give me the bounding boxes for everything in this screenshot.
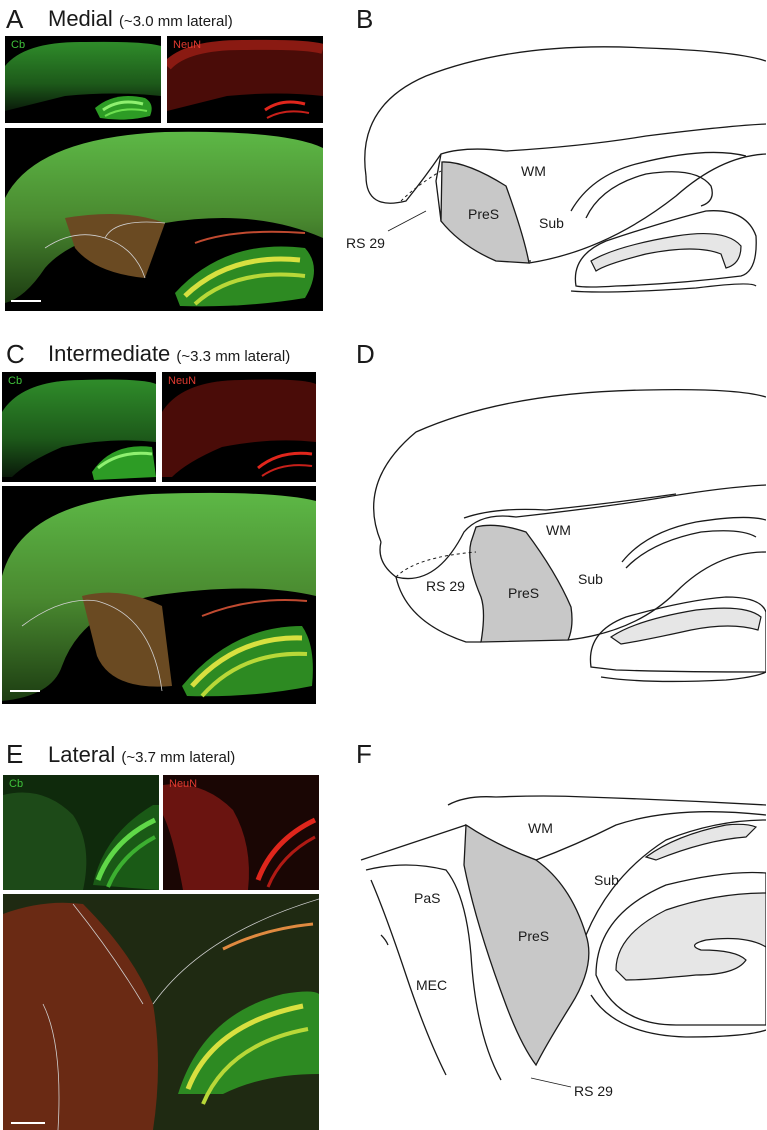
channel-label-c-cb: Cb	[8, 375, 23, 387]
panel-title-c: Intermediate (~3.3 mm lateral)	[48, 342, 290, 369]
channel-label-a-cb: Cb	[11, 39, 26, 51]
panel-title-a: Medial (~3.0 mm lateral)	[48, 7, 233, 34]
micrograph-c-cb: Cb	[2, 372, 156, 482]
diagram-b: WM PreS Sub RS 29	[346, 46, 766, 293]
label-pres-b: PreS	[468, 206, 499, 222]
panel-letter-e: E	[6, 739, 24, 769]
channel-label-c-neun: NeuN	[168, 375, 197, 387]
label-mec-f: MEC	[416, 977, 447, 993]
label-rs29-d: RS 29	[426, 578, 465, 594]
pres-region-b	[440, 161, 530, 264]
panel-subtitle-e: (~3.7 mm lateral)	[121, 749, 236, 766]
granule-layer-b	[590, 232, 742, 272]
label-rs29-b: RS 29	[346, 235, 385, 251]
label-wm-b: WM	[521, 163, 546, 179]
panel-letter-d: D	[356, 339, 375, 369]
diagram-f: WM PreS Sub PaS MEC RS 29	[360, 795, 766, 1099]
label-pas-f: PaS	[414, 890, 440, 906]
pres-region-d	[469, 524, 573, 643]
micrograph-c-neun: NeuN	[162, 372, 316, 482]
micrograph-c-merge	[2, 486, 316, 704]
micrograph-e-merge	[3, 894, 319, 1130]
label-sub-b: Sub	[539, 215, 564, 231]
panel-subtitle-a: (~3.0 mm lateral)	[118, 13, 233, 30]
label-sub-d: Sub	[578, 571, 603, 587]
panel-title-c-main: Intermediate	[48, 341, 171, 366]
channel-label-e-cb: Cb	[9, 778, 24, 790]
label-pres-d: PreS	[508, 585, 539, 601]
granule-layer-f	[615, 892, 766, 981]
label-wm-f: WM	[528, 820, 553, 836]
panel-title-e: Lateral (~3.7 mm lateral)	[48, 743, 235, 770]
micrograph-a-cb: Cb	[5, 36, 161, 123]
channel-label-e-neun: NeuN	[169, 778, 198, 790]
panel-title-a-main: Medial	[48, 6, 113, 31]
panel-letter-f: F	[356, 739, 372, 769]
label-pres-f: PreS	[518, 928, 549, 944]
micrograph-a-neun: NeuN	[167, 36, 323, 123]
scale-bar-c	[10, 690, 40, 692]
micrograph-e-cb: Cb	[3, 775, 159, 890]
granule-layer-d	[609, 607, 762, 645]
pres-region-f	[463, 823, 590, 1067]
panel-title-e-main: Lateral	[48, 742, 116, 767]
label-rs29-f: RS 29	[574, 1083, 613, 1099]
label-wm-d: WM	[546, 522, 571, 538]
channel-label-a-neun: NeuN	[173, 39, 202, 51]
micrograph-a-merge	[5, 128, 323, 311]
panel-letter-b: B	[356, 4, 374, 34]
micrograph-e-neun: NeuN	[163, 775, 319, 890]
panel-letter-c: C	[6, 339, 25, 369]
label-sub-f: Sub	[594, 872, 619, 888]
scale-bar-e	[11, 1122, 45, 1124]
panel-letter-a: A	[6, 4, 24, 34]
scale-bar-a	[11, 300, 41, 302]
panel-subtitle-c: (~3.3 mm lateral)	[176, 348, 291, 365]
diagram-d: WM PreS Sub RS 29	[373, 388, 766, 683]
